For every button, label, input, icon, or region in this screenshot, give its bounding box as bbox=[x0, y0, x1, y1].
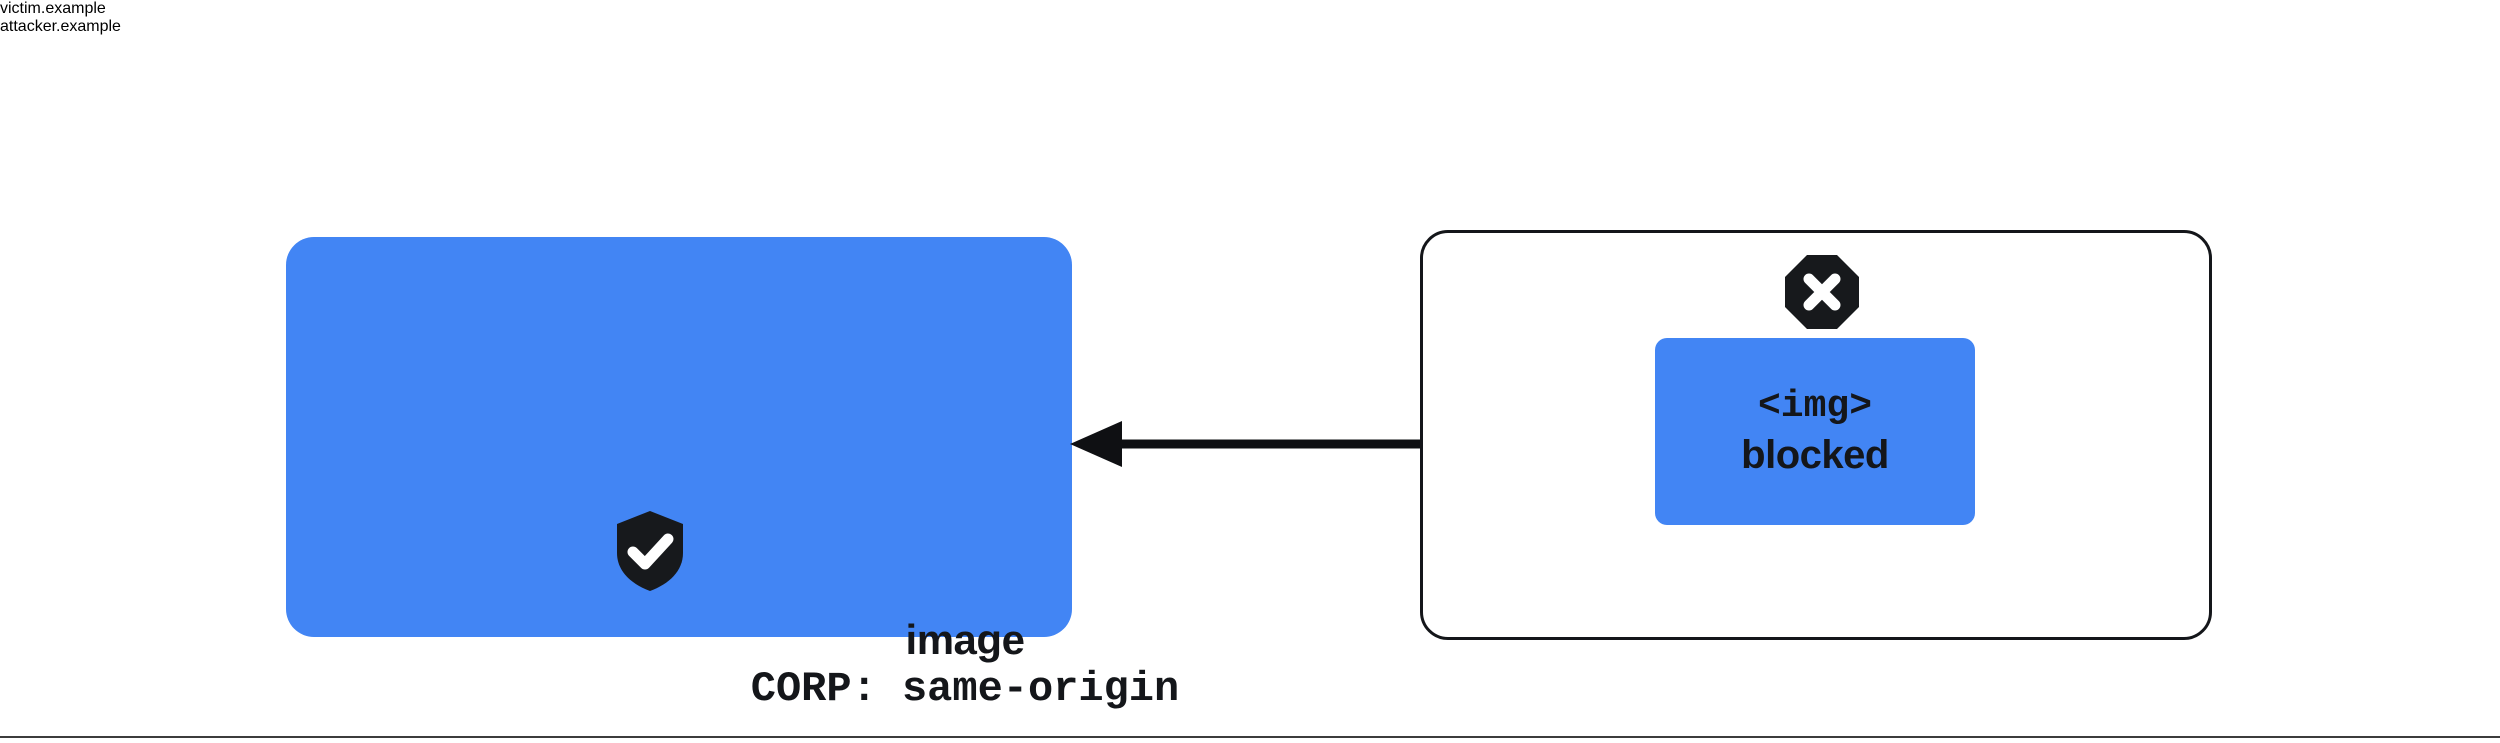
attacker-origin-label: attacker.example bbox=[0, 18, 121, 35]
victim-resource-text: image CORP: same-origin bbox=[572, 615, 1358, 714]
victim-origin-label: victim.example bbox=[0, 0, 106, 17]
victim-resource-name: image bbox=[905, 616, 1025, 663]
bottom-divider bbox=[0, 736, 2500, 738]
blocked-status-text: blocked bbox=[1741, 433, 1889, 478]
victim-resource-box: image CORP: same-origin bbox=[286, 237, 1179, 713]
blocked-image-element-box: <img> blocked bbox=[1655, 338, 1975, 525]
img-tag-text: <img> bbox=[1757, 384, 1873, 428]
victim-corp-header: CORP: same-origin bbox=[750, 664, 1180, 713]
octagon-x-icon bbox=[1783, 253, 1861, 331]
shield-check-icon bbox=[613, 509, 687, 593]
